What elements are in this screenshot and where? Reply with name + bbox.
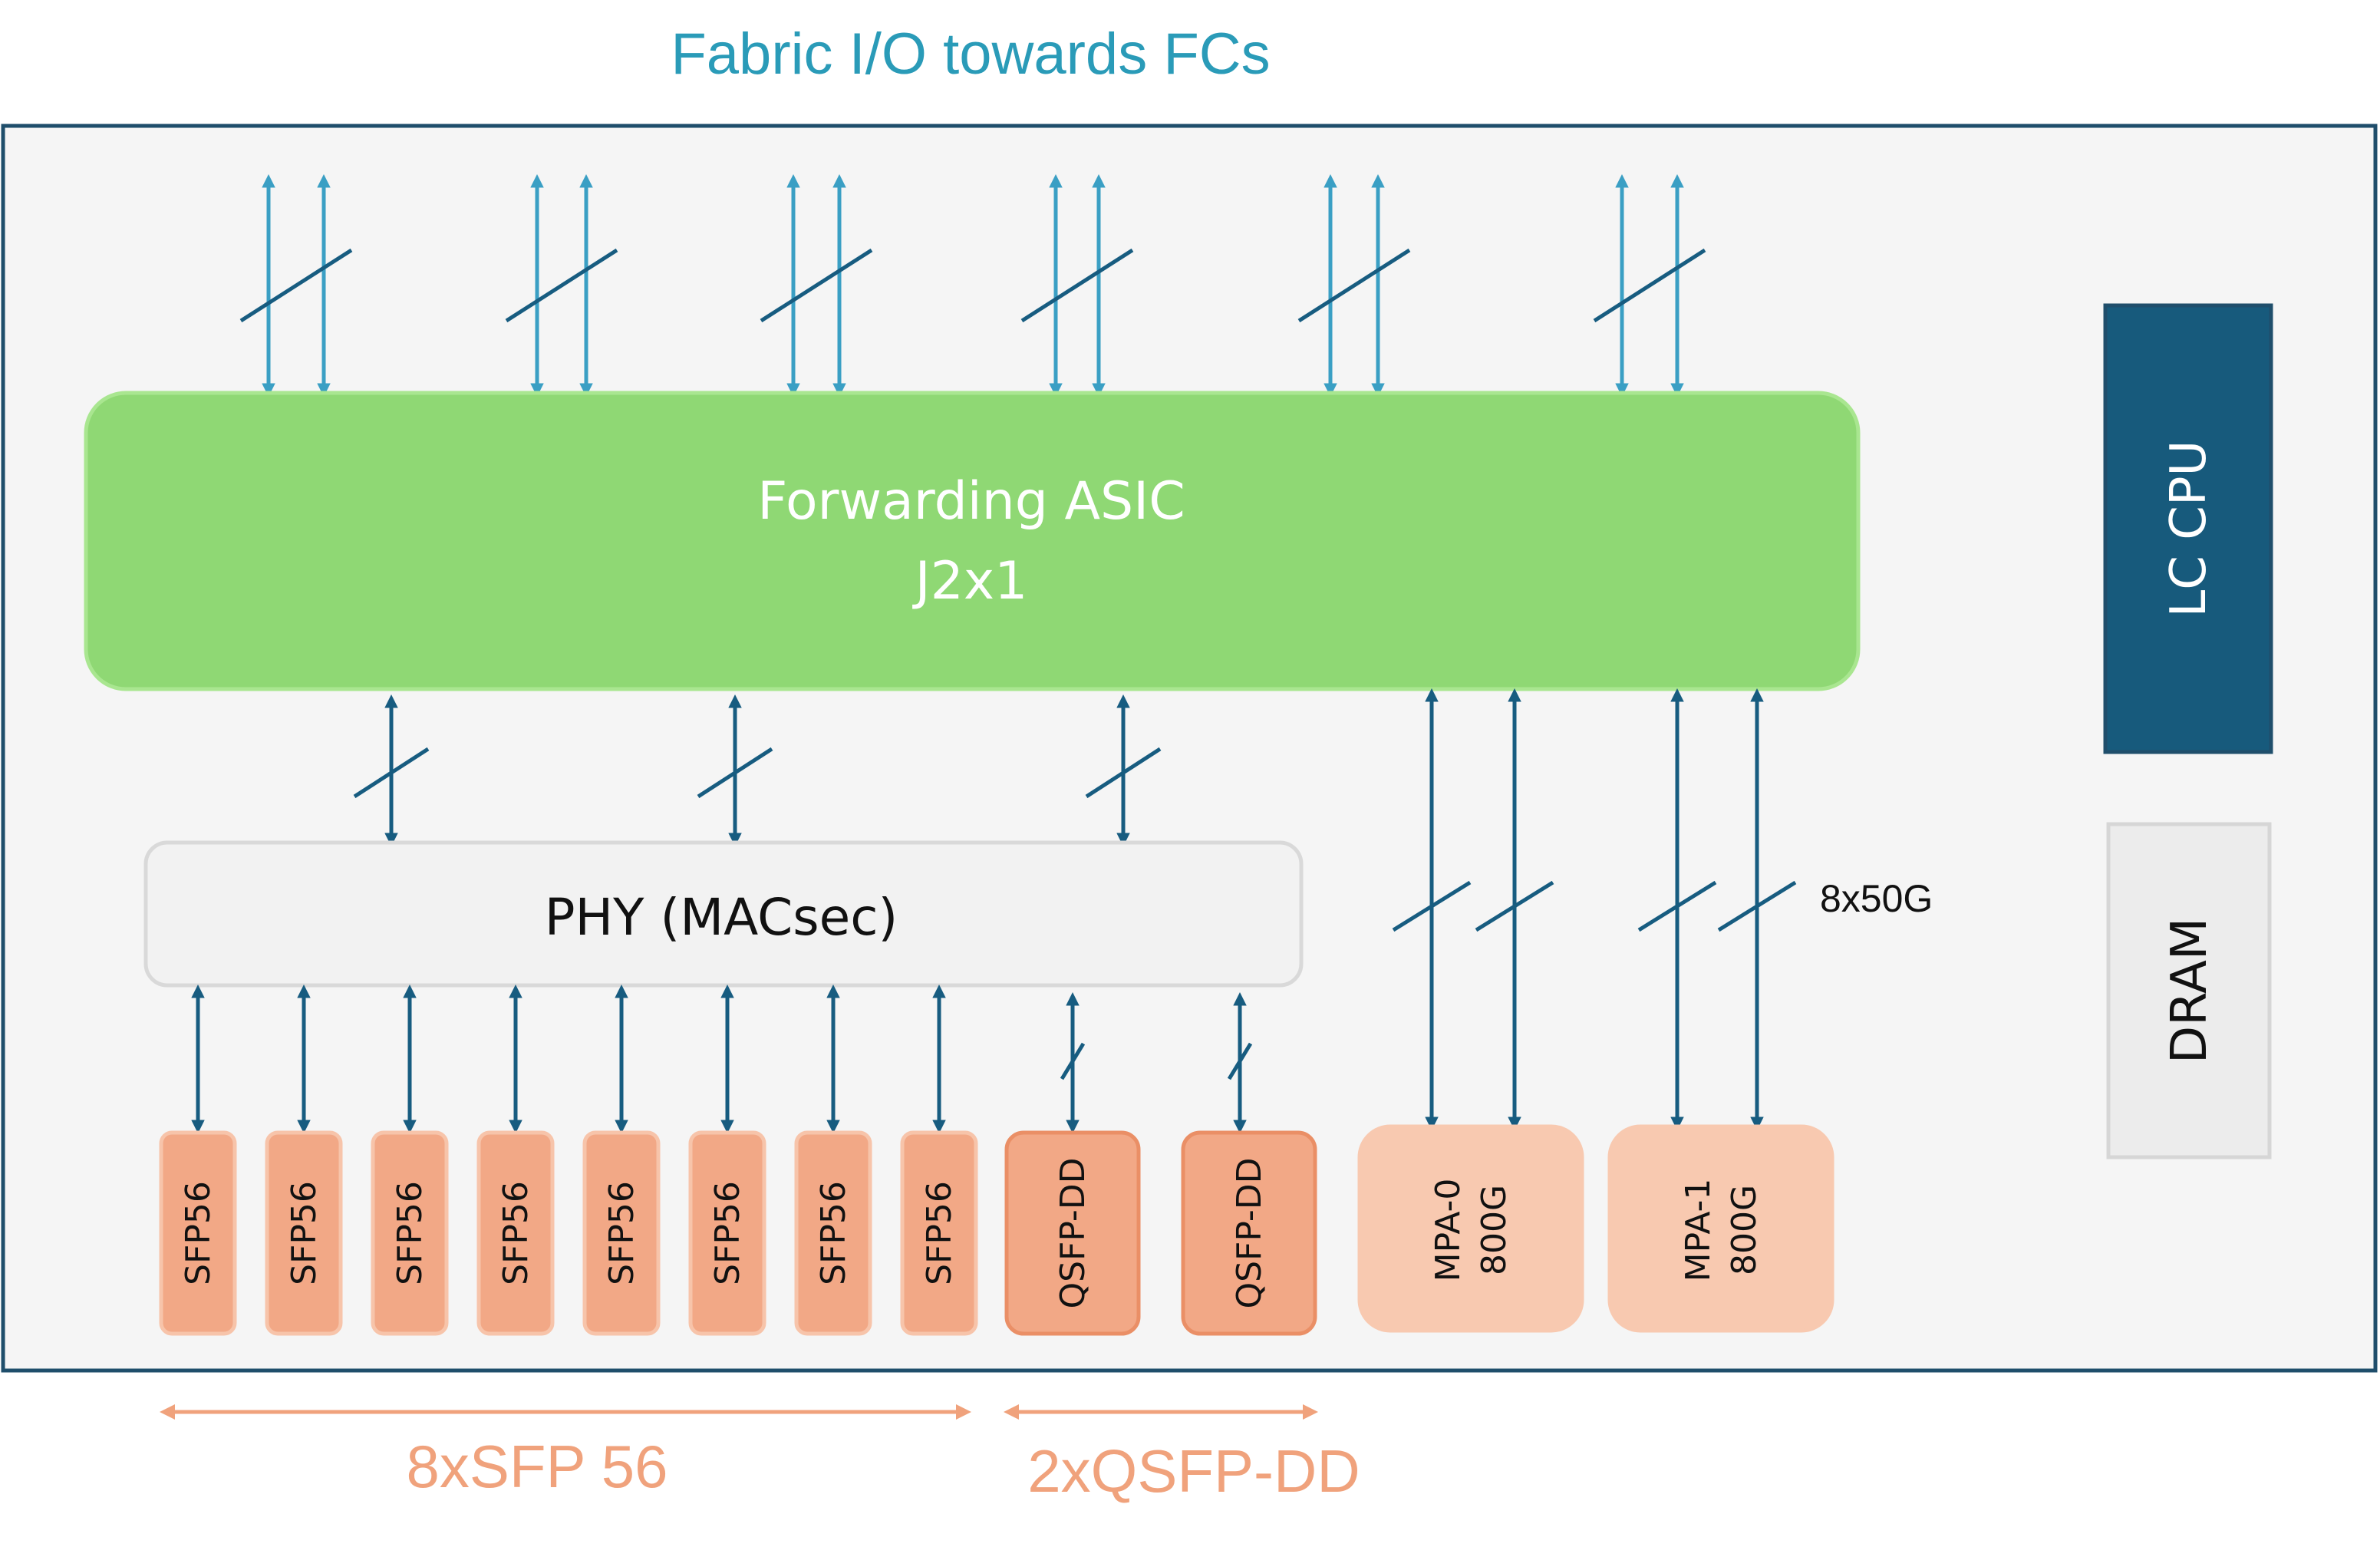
mpa-module: MPA-1 800G [1607,1124,1834,1333]
bus-slash [1060,1042,1086,1080]
sfp56-port: SFP56 [688,1130,766,1336]
sfp56-port: SFP56 [582,1130,661,1336]
bus-slash [1475,880,1554,932]
bus-slash [697,747,773,799]
sfp56-port-label: SFP56 [602,1181,641,1285]
qsfp-dd-port-label: QSFP-DD [1230,1157,1269,1308]
sfp-group-label: 8xSFP 56 [406,1433,668,1500]
bus-slash [505,248,618,323]
bus-slash [760,248,873,323]
sfp56-port-label: SFP56 [814,1181,853,1285]
sfp56-port-label: SFP56 [391,1181,430,1285]
lc-cpu-label: LC CPU [2161,440,2217,618]
bus-slash [353,747,430,799]
qsfp-dd-port: QSFP-DD [1181,1130,1317,1336]
sfp56-ports: SFP56 SFP56 SFP56 SFP56 SFP56 SFP56 SFP5… [159,1130,978,1336]
sfp56-port: SFP56 [265,1130,343,1336]
sfp56-port: SFP56 [794,1130,872,1336]
mpa-module: MPA-0 800G [1357,1124,1584,1333]
sfp56-port-label: SFP56 [496,1181,536,1285]
mpa-module-speed: 800G [1475,1185,1514,1275]
sfp56-port-label: SFP56 [285,1181,324,1285]
lc-cpu-box [2103,303,2273,754]
diagram-title: Fabric I/O towards FCs [671,21,1270,87]
mpa-modules: MPA-0 800G MPA-1 800G [1357,1124,1834,1333]
asic-model-label: J2x1 [912,551,1028,612]
bus-slash [1085,747,1162,799]
qsfp-group-label: 2xQSFP-DD [1027,1437,1360,1505]
sfp56-port: SFP56 [159,1130,237,1336]
dram-box [2106,822,2272,1159]
fabric-links [239,174,1706,397]
phy-label: PHY (MACsec) [545,888,898,947]
bus-slash [1392,880,1472,932]
qsfp-dd-port: QSFP-DD [1004,1130,1141,1336]
bus-slash [1717,880,1797,932]
qsfp-dd-port-label: QSFP-DD [1053,1157,1093,1308]
link-speed-label: 8x50G [1820,877,1933,920]
qsfp-dd-ports: QSFP-DD QSFP-DD [1004,1130,1317,1336]
bus-slash [1637,880,1717,932]
bus-slash [1297,248,1411,323]
bus-slash [1593,248,1706,323]
dram-label: DRAM [2161,918,2218,1064]
phy-port-links [191,985,1253,1133]
asic-mpa-links [1392,688,1797,1130]
asic-label: Forwarding ASIC [757,471,1185,532]
sfp56-port-label: SFP56 [920,1181,959,1285]
sfp56-port: SFP56 [900,1130,978,1336]
mpa-module-speed: 800G [1725,1185,1764,1275]
mpa-module-name: MPA-0 [1429,1179,1468,1282]
mpa-module-name: MPA-1 [1679,1179,1718,1282]
sfp56-port: SFP56 [476,1130,555,1336]
bus-slash [1020,248,1134,323]
sfp56-port-label: SFP56 [179,1181,218,1285]
bus-slash [1227,1042,1253,1080]
forwarding-asic-box [84,391,1861,691]
sfp56-port-label: SFP56 [708,1181,747,1285]
asic-phy-links [353,694,1162,846]
sfp56-port: SFP56 [371,1130,449,1336]
bus-slash [239,248,353,323]
